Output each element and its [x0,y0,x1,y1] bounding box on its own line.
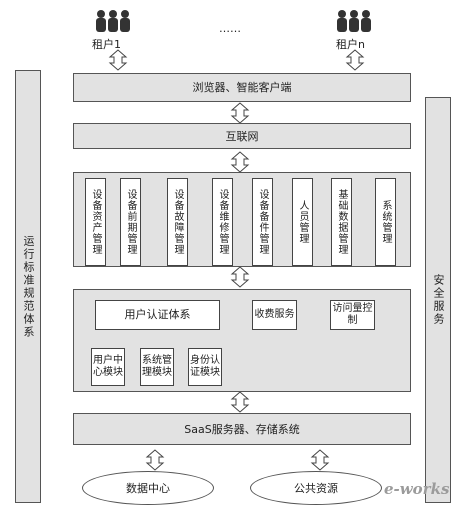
tenant-n-people-icon [337,10,371,32]
access-control-box: 访问量控制 [330,300,375,330]
internet-modules-arrow [231,151,249,173]
security-service-label: 安全服务 [432,274,445,326]
standards-system-band: 运行标准规范体系 [15,70,41,503]
tenant-1-label: 租户1 [92,38,121,51]
browser-client-layer: 浏览器、智能客户端 [73,73,411,102]
saas-storage-layer: SaaS服务器、存储系统 [73,413,411,445]
tenant-1-people-icon [96,10,130,32]
data-center-node: 数据中心 [82,471,214,505]
tenant-ellipsis: …… [219,22,241,35]
module-personnel-management: 人员管理 [292,178,313,266]
internet-label: 互联网 [225,129,259,143]
module-system-management: 系统管理 [375,178,396,266]
saas-datacenter-arrow [146,449,164,471]
security-service-band: 安全服务 [425,97,451,503]
fee-service-box: 收费服务 [252,300,297,330]
identity-auth-module-box: 身份认证模块 [188,348,222,386]
module-asset-management: 设备资产管理 [85,178,106,266]
module-spare-parts-management: 设备备件管理 [252,178,273,266]
browser-internet-arrow [231,102,249,124]
user-center-module-box: 用户中心模块 [91,348,125,386]
browser-client-label: 浏览器、智能客户端 [192,81,292,94]
eworks-watermark-logo: e-works [384,480,450,498]
user-auth-system-box: 用户认证体系 [95,300,220,330]
public-resources-node: 公共资源 [250,471,382,505]
tenantn-browser-arrow [346,49,364,71]
modules-auth-arrow [231,266,249,288]
auth-saas-arrow [231,391,249,413]
module-early-stage-management: 设备前期管理 [120,178,141,266]
system-management-module-box: 系统管理模块 [140,348,174,386]
module-fault-management: 设备故障管理 [167,178,188,266]
tenant-n-label: 租户n [336,38,365,51]
standards-system-label: 运行标准规范体系 [22,234,35,339]
module-maintenance-management: 设备维修管理 [212,178,233,266]
tenant1-browser-arrow [109,49,127,71]
internet-layer: 互联网 [73,123,411,149]
module-basic-data-management: 基础数据管理 [331,178,352,266]
saas-storage-label: SaaS服务器、存储系统 [184,422,300,436]
saas-public-arrow [311,449,329,471]
